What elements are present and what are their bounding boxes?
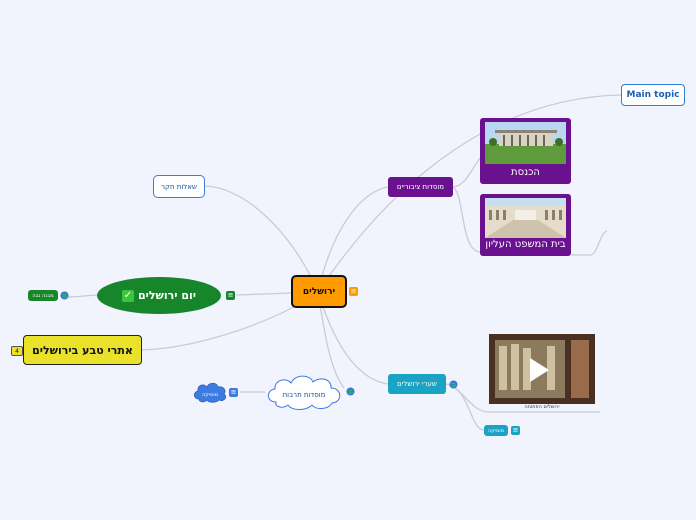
- video-caption: ירושלים הפתוחה: [524, 404, 560, 410]
- notes-icon[interactable]: ≡: [226, 291, 235, 300]
- small-cloud-label: מוסיקה: [202, 392, 218, 398]
- questions-node[interactable]: שאלות חקר: [153, 175, 205, 198]
- small-cloud[interactable]: מוסיקה: [192, 380, 228, 404]
- link-questions: [204, 185, 319, 293]
- link-court: [452, 186, 481, 253]
- gates-tag[interactable]: מוסיקה: [484, 425, 508, 436]
- link-gates: [317, 291, 389, 385]
- supreme-court-image: [485, 198, 566, 238]
- nature-sites-node[interactable]: אתרי טבע בירושלים: [23, 335, 142, 365]
- culture-cloud[interactable]: מוסדות תרבות: [262, 372, 346, 412]
- knesset-label: הכנסת: [511, 167, 540, 178]
- link-main-topic: [317, 94, 622, 293]
- link-knesset: [452, 157, 481, 188]
- day-tag[interactable]: מבנה נבה: [28, 290, 58, 301]
- jerusalem-day-node[interactable]: ✓ יום ירושלים: [97, 277, 221, 314]
- video-image: [489, 334, 595, 404]
- knesset-card[interactable]: הכנסת: [480, 118, 571, 184]
- knesset-image: [485, 122, 566, 164]
- culture-label: מוסדות תרבות: [283, 391, 326, 399]
- institutions-node[interactable]: מוסדות ציבוריים: [388, 177, 453, 197]
- gates-node[interactable]: שערי ירושלים: [388, 374, 446, 394]
- child-count-badge[interactable]: 4: [11, 346, 23, 356]
- checkmark-icon: ✓: [121, 289, 134, 302]
- video-thumbnail[interactable]: [489, 334, 595, 404]
- supreme-court-card[interactable]: בית המשפט העליון: [480, 194, 571, 256]
- globe-icon[interactable]: [449, 380, 458, 389]
- notes-icon[interactable]: ≡: [229, 388, 238, 397]
- globe-icon[interactable]: [60, 291, 69, 300]
- main-topic-node[interactable]: Main topic: [621, 84, 685, 106]
- link-court-extra: [571, 230, 608, 256]
- globe-icon[interactable]: [346, 387, 355, 396]
- play-icon: [530, 358, 549, 382]
- link-day-tag: [67, 294, 98, 298]
- central-topic[interactable]: ירושלים: [291, 275, 347, 308]
- notes-icon[interactable]: ≡: [349, 287, 358, 296]
- link-tag-blue: [445, 383, 485, 431]
- jerusalem-day-label: יום ירושלים: [137, 289, 197, 302]
- notes-icon[interactable]: ≡: [511, 426, 520, 435]
- link-institutions: [317, 186, 389, 293]
- supreme-court-label: בית המשפט העליון: [485, 239, 566, 250]
